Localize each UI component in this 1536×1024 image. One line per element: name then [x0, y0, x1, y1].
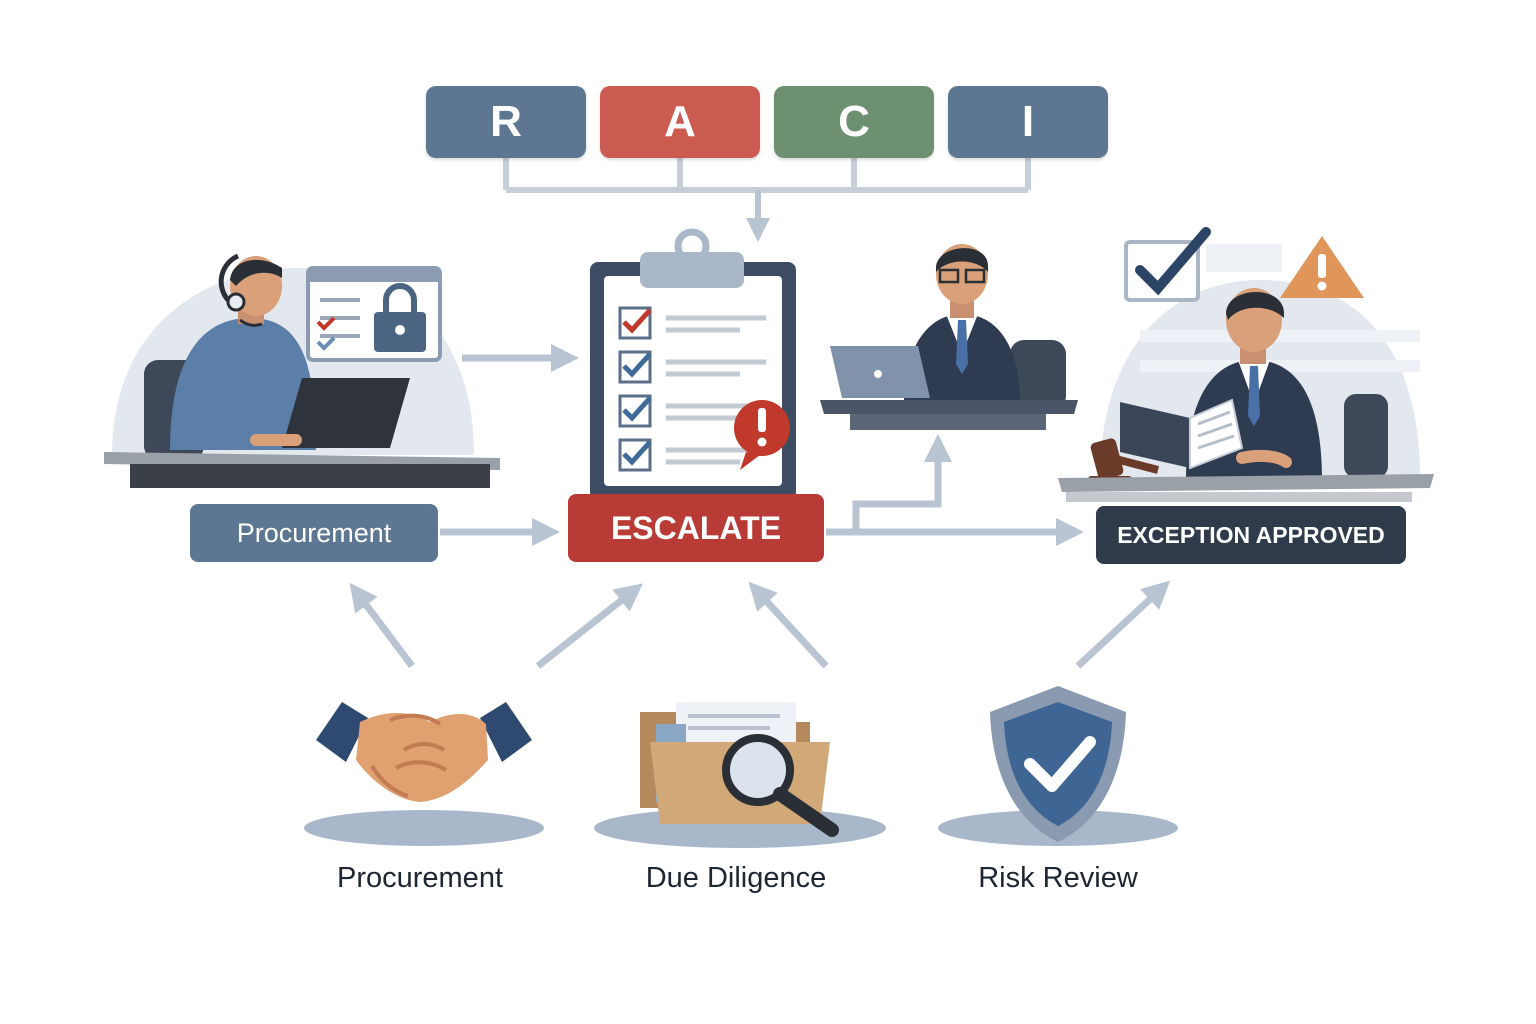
flow-arrows — [349, 344, 1171, 669]
procurement-box: Procurement — [190, 504, 438, 562]
exception-approved-box: EXCEPTION APPROVED — [1096, 506, 1406, 564]
clipboard-checklist — [590, 228, 796, 500]
shield-check-icon — [938, 686, 1178, 846]
arrow-handshake-to-procurement — [349, 582, 415, 669]
caption-procurement: Procurement — [336, 862, 503, 894]
escalate-label: ESCALATE — [610, 509, 782, 546]
raci-i-block: I — [948, 86, 1108, 158]
raci-i-letter: I — [1021, 97, 1035, 146]
raci-r-letter: R — [490, 97, 522, 146]
arrow-shield-to-exception — [1075, 580, 1171, 669]
procurement-box-label: Procurement — [236, 517, 392, 548]
handshake-icon — [304, 702, 544, 846]
manager-scene — [820, 244, 1078, 430]
raci-c-block: C — [774, 86, 934, 158]
arrow-folder-to-escalate-2 — [748, 581, 829, 669]
raci-c-letter: C — [838, 97, 870, 146]
raci-connector — [503, 158, 1031, 242]
exception-approved-label: EXCEPTION APPROVED — [1117, 521, 1385, 548]
caption-due-diligence: Due Diligence — [645, 862, 827, 894]
raci-a-block: A — [600, 86, 760, 158]
legal-reviewer-scene — [1058, 227, 1434, 502]
arrow-escalate-to-manager — [852, 434, 952, 532]
caption-risk-review: Risk Review — [978, 862, 1138, 894]
support-agent-scene — [104, 253, 500, 488]
raci-r-block: R — [426, 86, 586, 158]
folder-magnifier-icon — [594, 702, 886, 848]
arrow-folder-to-escalate — [535, 583, 644, 669]
raci-a-letter: A — [664, 97, 696, 146]
escalate-box: ESCALATE — [568, 494, 824, 562]
